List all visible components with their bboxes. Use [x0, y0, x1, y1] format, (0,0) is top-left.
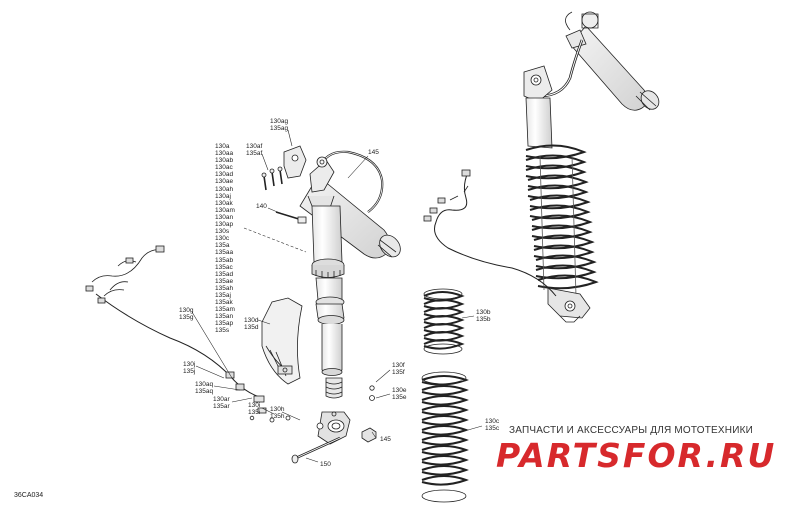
- stack-label-135aa: 135aa: [215, 249, 234, 257]
- stack-label-135am: 135am: [215, 306, 235, 314]
- stack-label-135ah: 135ah: [215, 284, 234, 292]
- stack-label-135ac: 135ac: [215, 263, 233, 271]
- stack-label-135a: 135a: [215, 242, 230, 250]
- figure-reference: 36CA034: [14, 492, 44, 499]
- sensor-harness-left: [85, 245, 291, 423]
- callout-150: 150: [320, 461, 331, 468]
- watermark-tagline: ЗАПЧАСТИ И АКСЕССУАРЫ ДЛЯ МОТОТЕХНИКИ: [509, 425, 754, 436]
- callout-130f: 130f 135f: [392, 362, 405, 377]
- stack-label-130ap: 130ap: [215, 221, 234, 229]
- stack-label-135ak: 135ak: [215, 299, 233, 307]
- stack-label-135ad: 135ad: [215, 270, 234, 278]
- stack-label-135ap: 135ap: [215, 320, 234, 328]
- stack-label-130c: 130c: [215, 235, 230, 243]
- lower-spring: [421, 371, 469, 503]
- callout-130ar: 130ar 135ar: [213, 396, 230, 411]
- stack-label-130am: 130am: [215, 206, 235, 214]
- sensor-harness-right: [423, 169, 557, 297]
- callout-130e: 130e 135e: [392, 387, 407, 402]
- stack-label-130ae: 130ae: [215, 178, 234, 186]
- leader-lines: [191, 129, 483, 463]
- stack-label-135an: 135an: [215, 313, 234, 321]
- callout-130j: 130j 135j: [183, 361, 196, 376]
- callout-130c: 130c 135c: [485, 418, 500, 433]
- callout-130i: 130i 135i: [248, 402, 261, 417]
- stack-label-130ac: 130ac: [215, 164, 233, 172]
- stack-label-130ak: 130ak: [215, 199, 233, 207]
- callout-130d: 130d 135d: [244, 317, 259, 332]
- right-shock-assembled: [523, 11, 660, 323]
- callout-130b: 130b 135b: [476, 309, 491, 324]
- stack-label-135ae: 135ae: [215, 277, 234, 285]
- callout-130ag: 130ag 135ag: [270, 118, 289, 133]
- stack-label-130ah: 130ah: [215, 185, 234, 193]
- callout-130aq: 130aq 135aq: [195, 381, 214, 396]
- callout-130g: 130g 135g: [179, 307, 194, 322]
- callout-140: 140: [256, 203, 267, 210]
- left-shock-absorber: [261, 145, 401, 464]
- stack-label-130an: 130an: [215, 213, 234, 221]
- watermark-logo: PARTSFOR.RU: [496, 436, 777, 475]
- stack-label-130s: 130s: [215, 228, 230, 236]
- callout-145-bottom: 145: [380, 436, 391, 443]
- stack-label-130ad: 130ad: [215, 171, 234, 179]
- callout-130h: 130h 135h: [270, 406, 285, 421]
- upper-spring: [423, 288, 465, 355]
- stack-label-130a: 130a: [215, 143, 230, 150]
- callout-130af: 130af 135af: [246, 143, 263, 158]
- callout-145-top: 145: [368, 149, 379, 156]
- stack-label-130ab: 130ab: [215, 157, 234, 165]
- shock-guard-part: [261, 297, 303, 385]
- stack-label-135s: 135s: [215, 327, 230, 335]
- stack-label-130aa: 130aa: [215, 150, 234, 158]
- stack-label-135aj: 135aj: [215, 291, 231, 299]
- stack-label-130aj: 130aj: [215, 192, 231, 200]
- stack-label-135ab: 135ab: [215, 256, 234, 264]
